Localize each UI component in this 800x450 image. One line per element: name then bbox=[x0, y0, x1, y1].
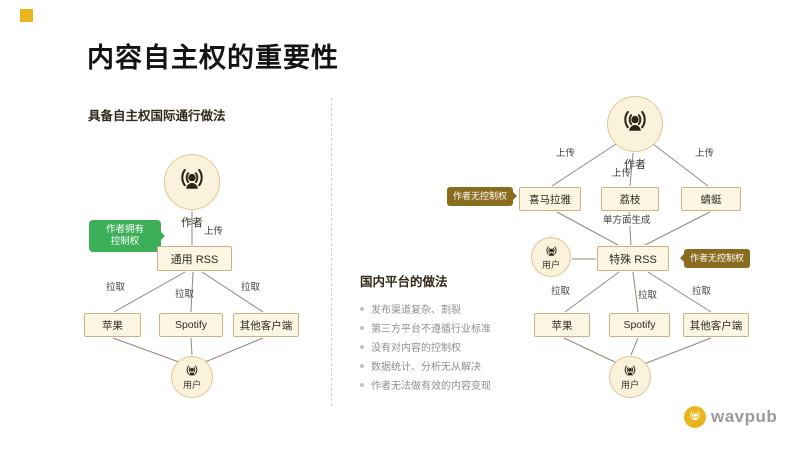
special-rss-box: 特殊 RSS bbox=[597, 246, 669, 271]
right-author-label: 作者 bbox=[624, 159, 646, 171]
left-author-node bbox=[164, 154, 220, 210]
bullet-text: 没有对内容的控制权 bbox=[371, 343, 461, 354]
right-pull-label-2: 拉取 bbox=[638, 290, 658, 301]
left-client-box-apple: 苹果 bbox=[84, 313, 141, 337]
podcaster-icon bbox=[624, 365, 636, 376]
left-pull-label-2: 拉取 bbox=[175, 289, 195, 300]
bullet-dot bbox=[360, 344, 364, 349]
right-user-node: 用户 bbox=[609, 356, 651, 398]
podcaster-icon bbox=[181, 168, 203, 190]
right-upload-label-1: 上传 bbox=[556, 148, 576, 159]
no-control-tag-platforms: 作者无控制权 bbox=[447, 187, 517, 206]
right-mid-user-node: 用户 bbox=[531, 237, 571, 277]
left-upload-label: 上传 bbox=[204, 226, 224, 237]
right-mid-user-label: 用户 bbox=[541, 259, 560, 270]
right-upload-label-3: 上传 bbox=[695, 148, 715, 159]
bullet-item-2: 第三方平台不遵循行业标准 bbox=[360, 320, 491, 335]
page-title: 内容自主权的重要性 bbox=[87, 43, 339, 73]
bullet-item-5: 作者无法做有效的内容变现 bbox=[360, 377, 491, 392]
podcaster-icon bbox=[690, 411, 700, 421]
bullet-dot bbox=[360, 363, 364, 368]
bubble-line-1: 作者拥有 bbox=[105, 224, 144, 235]
platform-box-qingting: 蜻蜓 bbox=[681, 187, 741, 211]
right-author-node bbox=[607, 96, 663, 152]
bullet-text: 第三方平台不遵循行业标准 bbox=[371, 324, 491, 335]
domestic-platforms-heading: 国内平台的做法 bbox=[360, 275, 448, 289]
author-has-control-bubble: 作者拥有 控制权 bbox=[89, 220, 165, 252]
platform-box-lizhi: 荔枝 bbox=[601, 187, 659, 211]
left-section-heading: 具备自主权国际通行做法 bbox=[88, 109, 226, 123]
right-pull-label-1: 拉取 bbox=[551, 286, 571, 297]
podcaster-icon bbox=[186, 365, 198, 376]
bullet-dot bbox=[360, 306, 364, 311]
generic-rss-box: 通用 RSS bbox=[157, 246, 232, 271]
bullet-text: 作者无法做有效的内容变现 bbox=[371, 381, 491, 392]
bullet-dot bbox=[360, 382, 364, 387]
right-user-label: 用户 bbox=[620, 380, 639, 390]
right-upload-label-2: 上传 bbox=[612, 168, 632, 179]
bullet-dot bbox=[360, 325, 364, 330]
podcaster-icon bbox=[545, 245, 557, 256]
left-author-label: 作者 bbox=[181, 217, 203, 229]
left-client-box-other: 其他客户端 bbox=[233, 313, 299, 337]
right-pull-label-3: 拉取 bbox=[692, 286, 712, 297]
wavpub-logo-icon bbox=[684, 406, 706, 428]
bullet-item-3: 没有对内容的控制权 bbox=[360, 339, 461, 354]
bullet-item-1: 发布渠道复杂、割裂 bbox=[360, 301, 461, 316]
right-client-box-other: 其他客户端 bbox=[683, 313, 749, 337]
bullet-text: 发布渠道复杂、割裂 bbox=[371, 305, 461, 316]
bubble-line-2: 控制权 bbox=[110, 235, 140, 247]
bullet-text: 数据统计、分析无从解决 bbox=[371, 362, 481, 373]
corner-accent-square bbox=[20, 9, 33, 22]
platform-box-ximalaya: 喜马拉雅 bbox=[519, 187, 581, 211]
left-pull-label-1: 拉取 bbox=[106, 282, 126, 293]
wavpub-logo: wavpub bbox=[684, 406, 777, 428]
wavpub-logo-text: wavpub bbox=[711, 407, 778, 426]
podcaster-icon bbox=[624, 110, 646, 132]
no-control-tag-rss: 作者无控制权 bbox=[680, 249, 750, 268]
right-client-box-spotify: Spotify bbox=[609, 313, 670, 337]
section-divider bbox=[331, 98, 332, 406]
left-client-box-spotify: Spotify bbox=[159, 313, 223, 337]
left-pull-label-3: 拉取 bbox=[241, 282, 261, 293]
right-client-box-apple: 苹果 bbox=[534, 313, 590, 337]
bullet-item-4: 数据统计、分析无从解决 bbox=[360, 358, 481, 373]
left-user-node: 用户 bbox=[171, 356, 213, 398]
left-user-label: 用户 bbox=[182, 380, 201, 390]
unilateral-generation-label: 单方面生成 bbox=[601, 215, 653, 227]
